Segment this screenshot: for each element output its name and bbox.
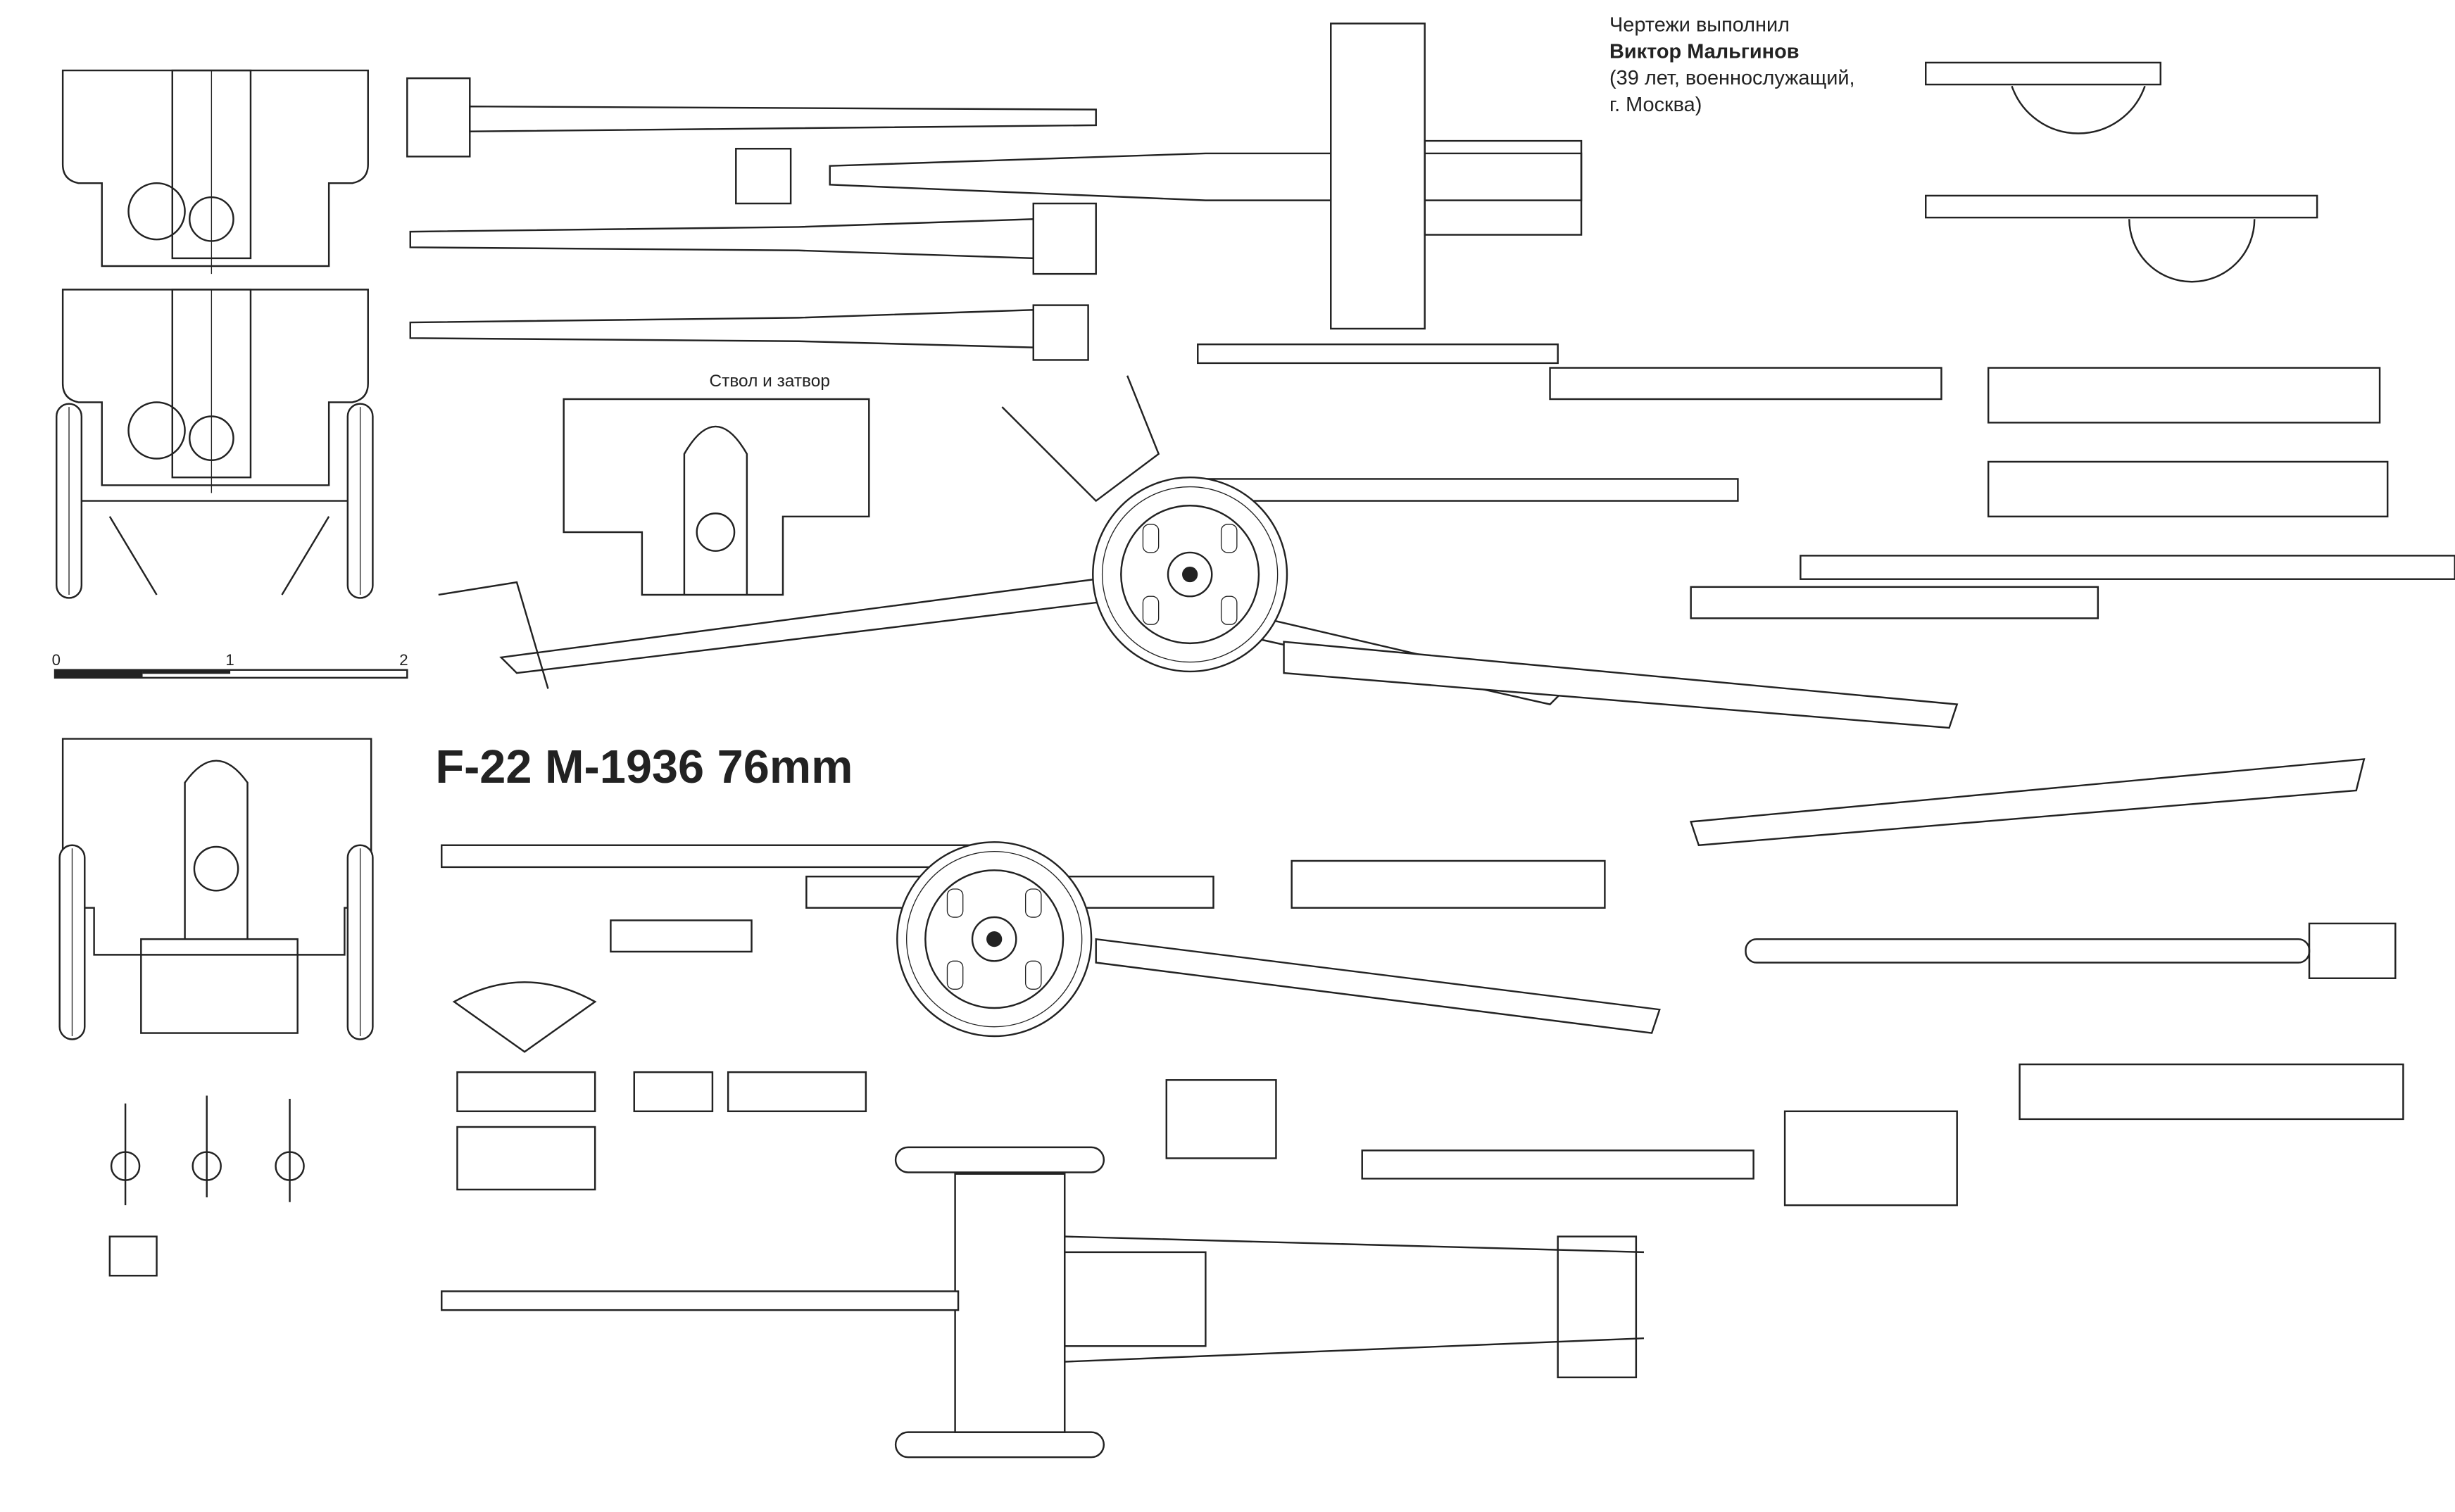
right-side-views (1197, 61, 2455, 1121)
top-view-lower (441, 1146, 1645, 1459)
scale-label-0: 0 (52, 651, 61, 669)
credits-line1: Чертежи выполнил (1609, 13, 1790, 36)
side-view-lower (441, 841, 1661, 1038)
title: F-22 M-1936 76mm (435, 741, 853, 793)
scale-label-2: 2 (399, 651, 408, 669)
section-label: Ствол и затвор (709, 372, 829, 391)
credits-line3: (39 лет, военнослужащий, (1609, 67, 1855, 89)
credits-author: Виктор Мальгинов (1609, 40, 1799, 63)
credits: Чертежи выполнил Виктор Мальгинов (39 ле… (1609, 13, 1855, 115)
breech-shield-view (563, 398, 870, 596)
scale-bar: 0 1 2 (52, 651, 408, 679)
credits-line4: г. Москва) (1609, 94, 1702, 116)
sight-details (108, 1095, 305, 1277)
small-parts (452, 919, 1958, 1207)
front-view-with-wheels (56, 289, 374, 599)
top-view-upper (1330, 23, 1583, 330)
scale-label-1: 1 (225, 651, 234, 669)
side-view-main (438, 375, 1739, 705)
front-view-firing (58, 738, 374, 1040)
front-view-stowed (61, 69, 369, 275)
